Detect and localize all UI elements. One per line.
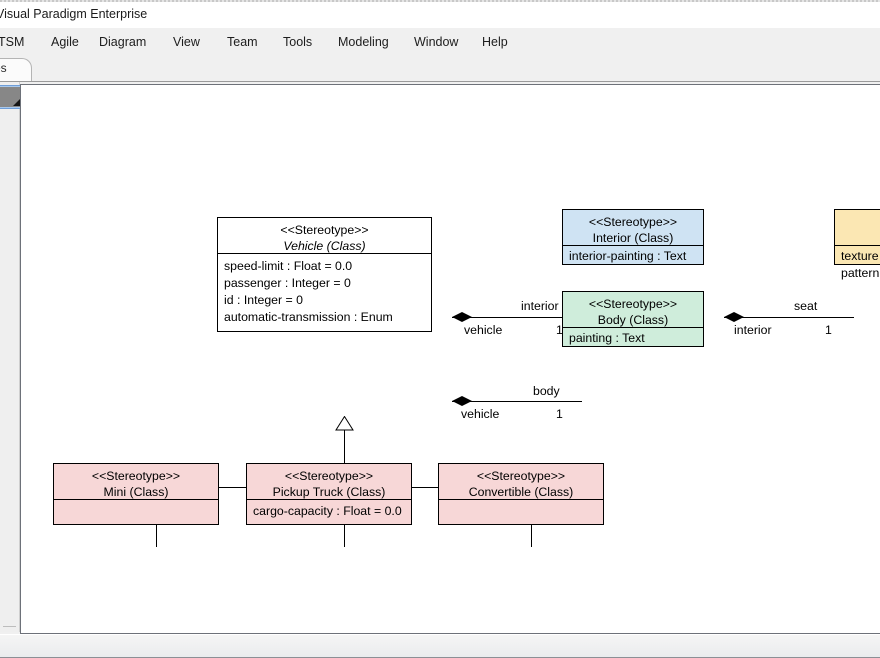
class-name-vehicle: Vehicle (Class) — [283, 239, 366, 253]
assoc-vehicle-body-line — [452, 401, 582, 402]
class-attributes-mini — [54, 499, 218, 526]
class-header-vehicle: <<Stereotype>> Vehicle (Class) — [218, 218, 431, 253]
assoc-vehicle-interior-line — [452, 317, 582, 318]
class-attribute: texture : — [841, 249, 880, 263]
class-node-mini[interactable]: <<Stereotype>> Mini (Class) — [53, 463, 219, 525]
class-name-pickup-truck: Pickup Truck (Class) — [272, 485, 386, 499]
class-stereotype-seat: <<S — [839, 214, 880, 230]
tab-strip: es — [0, 57, 880, 82]
class-stereotype-convertible: <<Stereotype>> — [476, 469, 566, 483]
class-attributes-interior: interior-painting : Text — [563, 245, 703, 266]
class-node-convertible[interactable]: <<Stereotype>> Convertible (Class) — [438, 463, 604, 525]
class-attribute: automatic-transmission : Enum — [224, 310, 393, 324]
menu-item-help[interactable]: Help — [482, 35, 508, 49]
window-top-edge — [0, 0, 880, 2]
class-stereotype-mini: <<Stereotype>> — [91, 469, 181, 483]
assoc-vehicle-interior-source-role: vehicle — [464, 323, 503, 337]
assoc-interior-seat-target-role: seat — [794, 299, 818, 313]
menu-item-diagram[interactable]: Diagram — [99, 35, 147, 49]
menu-item-tools[interactable]: Tools — [283, 35, 313, 49]
class-attribute: painting : Text — [569, 331, 645, 345]
class-stereotype-body: <<Stereotype>> — [588, 297, 678, 311]
assoc-interior-seat-line — [724, 317, 854, 318]
class-stereotype-interior: <<Stereotype>> — [588, 215, 678, 229]
title-bar: Visual Paradigm Enterprise — [0, 0, 880, 29]
tab-active-label: es — [0, 61, 7, 75]
window-title: Visual Paradigm Enterprise — [0, 7, 148, 21]
menu-item-modeling[interactable]: Modeling — [338, 35, 389, 49]
select-tool-corner-glyph — [13, 99, 20, 106]
class-stereotype-vehicle: <<Stereotype>> — [280, 223, 369, 237]
class-attributes-pickup-truck: cargo-capacity : Float = 0.0 — [247, 499, 411, 526]
menu-bar: TSM Agile Diagram View Team Tools Modeli… — [0, 28, 880, 58]
menu-item-team[interactable]: Team — [227, 35, 258, 49]
assoc-vehicle-interior-diamond — [452, 312, 472, 322]
tab-active[interactable] — [0, 58, 32, 81]
class-header-convertible: <<Stereotype>> Convertible (Class) — [439, 464, 603, 499]
class-name-seat: Se — [839, 230, 880, 246]
class-node-pickup-truck[interactable]: <<Stereotype>> Pickup Truck (Class) carg… — [246, 463, 412, 525]
class-attribute: cargo-capacity : Float = 0.0 — [253, 504, 402, 518]
diagram-tool-strip — [0, 82, 23, 632]
class-attributes-convertible — [439, 499, 603, 526]
class-attributes-seat: texture : pattern — [835, 245, 880, 280]
assoc-vehicle-interior-target-multiplicity: 1 — [556, 323, 563, 337]
class-header-pickup-truck: <<Stereotype>> Pickup Truck (Class) — [247, 464, 411, 499]
class-attribute: interior-painting : Text — [569, 249, 687, 263]
menu-item-view[interactable]: View — [173, 35, 200, 49]
status-bar — [0, 634, 880, 658]
menu-item-tsm[interactable]: TSM — [0, 35, 25, 49]
class-attribute: pattern — [841, 266, 880, 280]
class-attribute: speed-limit : Float = 0.0 — [224, 259, 353, 273]
assoc-interior-seat-source-role: interior — [734, 323, 772, 337]
assoc-vehicle-body-diamond — [452, 396, 472, 406]
class-header-body: <<Stereotype>> Body (Class) — [563, 292, 703, 327]
tool-strip-divider — [3, 626, 16, 627]
class-name-convertible: Convertible (Class) — [468, 485, 574, 499]
class-node-body[interactable]: <<Stereotype>> Body (Class) painting : T… — [562, 291, 704, 347]
class-attribute: id : Integer = 0 — [224, 293, 303, 307]
class-header-seat: <<S Se — [835, 210, 880, 245]
menu-item-window[interactable]: Window — [414, 35, 459, 49]
class-name-body: Body (Class) — [597, 313, 669, 327]
class-header-mini: <<Stereotype>> Mini (Class) — [54, 464, 218, 499]
assoc-vehicle-body-target-role: body — [533, 384, 560, 398]
class-stereotype-pickup-truck: <<Stereotype>> — [284, 469, 374, 483]
assoc-vehicle-body-target-multiplicity: 1 — [556, 407, 563, 421]
class-node-seat[interactable]: <<S Se texture : pattern — [834, 209, 880, 280]
generalization-arrowhead — [335, 416, 354, 431]
class-attributes-vehicle: speed-limit : Float = 0.0 passenger : In… — [218, 253, 431, 333]
class-attributes-body: painting : Text — [563, 327, 703, 348]
assoc-vehicle-body-source-role: vehicle — [461, 407, 500, 421]
class-name-interior: Interior (Class) — [592, 231, 674, 245]
assoc-vehicle-interior-target-role: interior — [521, 299, 559, 313]
class-attribute: passenger : Integer = 0 — [224, 276, 351, 290]
class-header-interior: <<Stereotype>> Interior (Class) — [563, 210, 703, 245]
class-node-interior[interactable]: <<Stereotype>> Interior (Class) interior… — [562, 209, 704, 265]
assoc-interior-seat-diamond — [724, 312, 744, 322]
menu-item-agile[interactable]: Agile — [51, 35, 79, 49]
assoc-interior-seat-target-multiplicity: 1 — [825, 323, 832, 337]
diagram-canvas[interactable]: vehicle interior 1 vehicle body 1 interi… — [20, 84, 880, 634]
class-name-mini: Mini (Class) — [103, 485, 169, 499]
class-node-vehicle[interactable]: <<Stereotype>> Vehicle (Class) speed-lim… — [217, 217, 432, 332]
generalization-trunk — [344, 430, 345, 488]
